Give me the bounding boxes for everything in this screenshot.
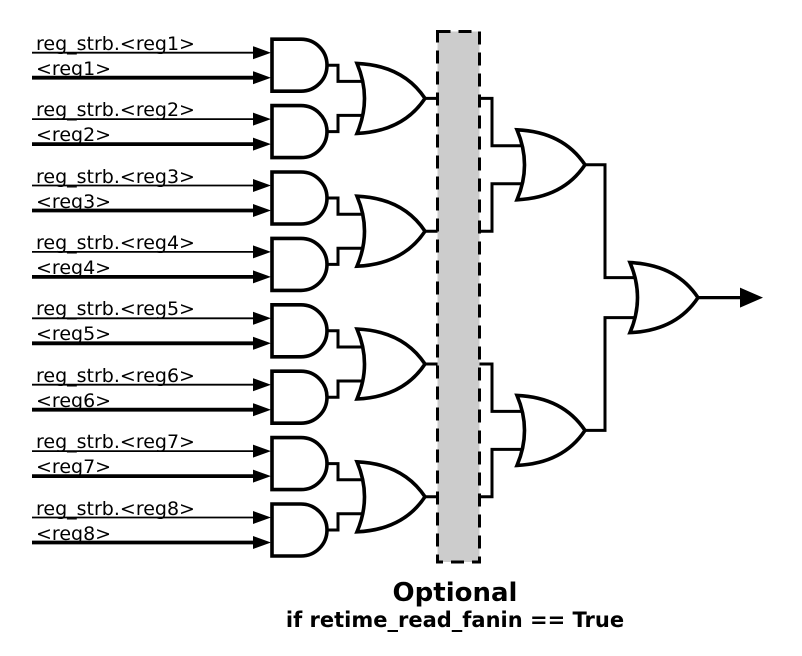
input-label-strobe-reg1: reg_strb.<reg1> <box>36 32 195 55</box>
input-label-strobe-reg3: reg_strb.<reg3> <box>36 165 195 188</box>
arrowhead-icon <box>253 469 271 483</box>
arrowhead-icon <box>253 403 271 417</box>
input-label-data-reg1: <reg1> <box>36 57 112 80</box>
arrowhead-icon <box>253 378 271 392</box>
and-gate-6 <box>270 369 329 425</box>
wire-or-l3-1-to-final <box>584 163 643 280</box>
optional-caption-title: Optional <box>392 578 518 608</box>
input-label-data-reg4: <reg4> <box>36 256 112 279</box>
wire-and4-to-or2 <box>326 246 370 266</box>
and-gate-5 <box>270 303 329 359</box>
arrowhead-icon <box>253 311 271 325</box>
optional-caption-condition: if retime_read_fanin == True <box>285 608 625 632</box>
and-gate-8 <box>270 502 329 558</box>
arrowhead-icon <box>253 245 271 259</box>
and-gate-1 <box>270 37 329 93</box>
and-gate-3 <box>270 170 329 226</box>
arrowhead-icon <box>253 511 271 524</box>
wire-and2-to-or1 <box>326 113 370 134</box>
or-gate-l1-3 <box>354 327 428 401</box>
input-label-data-reg3: <reg3> <box>36 190 112 213</box>
arrowhead-icon <box>253 179 271 192</box>
input-label-data-reg2: <reg2> <box>36 124 112 147</box>
input-label-strobe-reg5: reg_strb.<reg5> <box>36 298 195 321</box>
arrowhead-icon <box>253 71 271 85</box>
input-label-data-reg7: <reg7> <box>36 456 112 479</box>
arrowhead-icon <box>253 204 271 217</box>
input-label-strobe-reg6: reg_strb.<reg6> <box>36 364 195 387</box>
arrowhead-icon <box>253 336 271 350</box>
input-label-strobe-reg4: reg_strb.<reg4> <box>36 231 195 254</box>
input-label-data-reg8: <reg8> <box>36 522 112 545</box>
wire-and8-to-or4 <box>326 512 370 532</box>
or-gate-l1-1 <box>354 61 428 136</box>
or-gate-l1-2 <box>354 194 428 269</box>
and-gate-7 <box>270 435 329 492</box>
input-label-strobe-reg7: reg_strb.<reg7> <box>36 431 195 454</box>
input-label-strobe-reg8: reg_strb.<reg8> <box>36 497 195 520</box>
arrowhead-icon <box>253 137 271 151</box>
wire-and6-to-or3 <box>326 379 370 399</box>
input-label-data-reg6: <reg6> <box>36 389 112 412</box>
wire-and5-to-or3 <box>326 329 370 349</box>
input-label-data-reg5: <reg5> <box>36 323 112 346</box>
or-gate-final <box>627 260 701 335</box>
arrowhead-icon <box>253 46 271 60</box>
output-arrowhead-icon <box>740 287 763 308</box>
arrowhead-icon <box>253 444 271 458</box>
wire-and7-to-or4 <box>326 462 370 482</box>
wire-and1-to-or1 <box>326 63 370 83</box>
wire-and3-to-or2 <box>326 196 370 216</box>
arrowhead-icon <box>253 112 271 126</box>
wire-or-l3-2-to-final <box>584 316 643 432</box>
optional-caption: Optional if retime_read_fanin == True <box>155 579 755 633</box>
and-gate-4 <box>270 236 329 293</box>
or-gate-l1-4 <box>354 459 428 534</box>
and-gate-2 <box>270 103 329 160</box>
input-label-strobe-reg2: reg_strb.<reg2> <box>36 99 195 122</box>
arrowhead-icon <box>253 270 271 284</box>
arrowhead-icon <box>253 536 271 549</box>
optional-retime-box <box>436 30 481 564</box>
or-gate-l2-2 <box>514 393 588 468</box>
or-gate-l2-1 <box>514 127 588 202</box>
